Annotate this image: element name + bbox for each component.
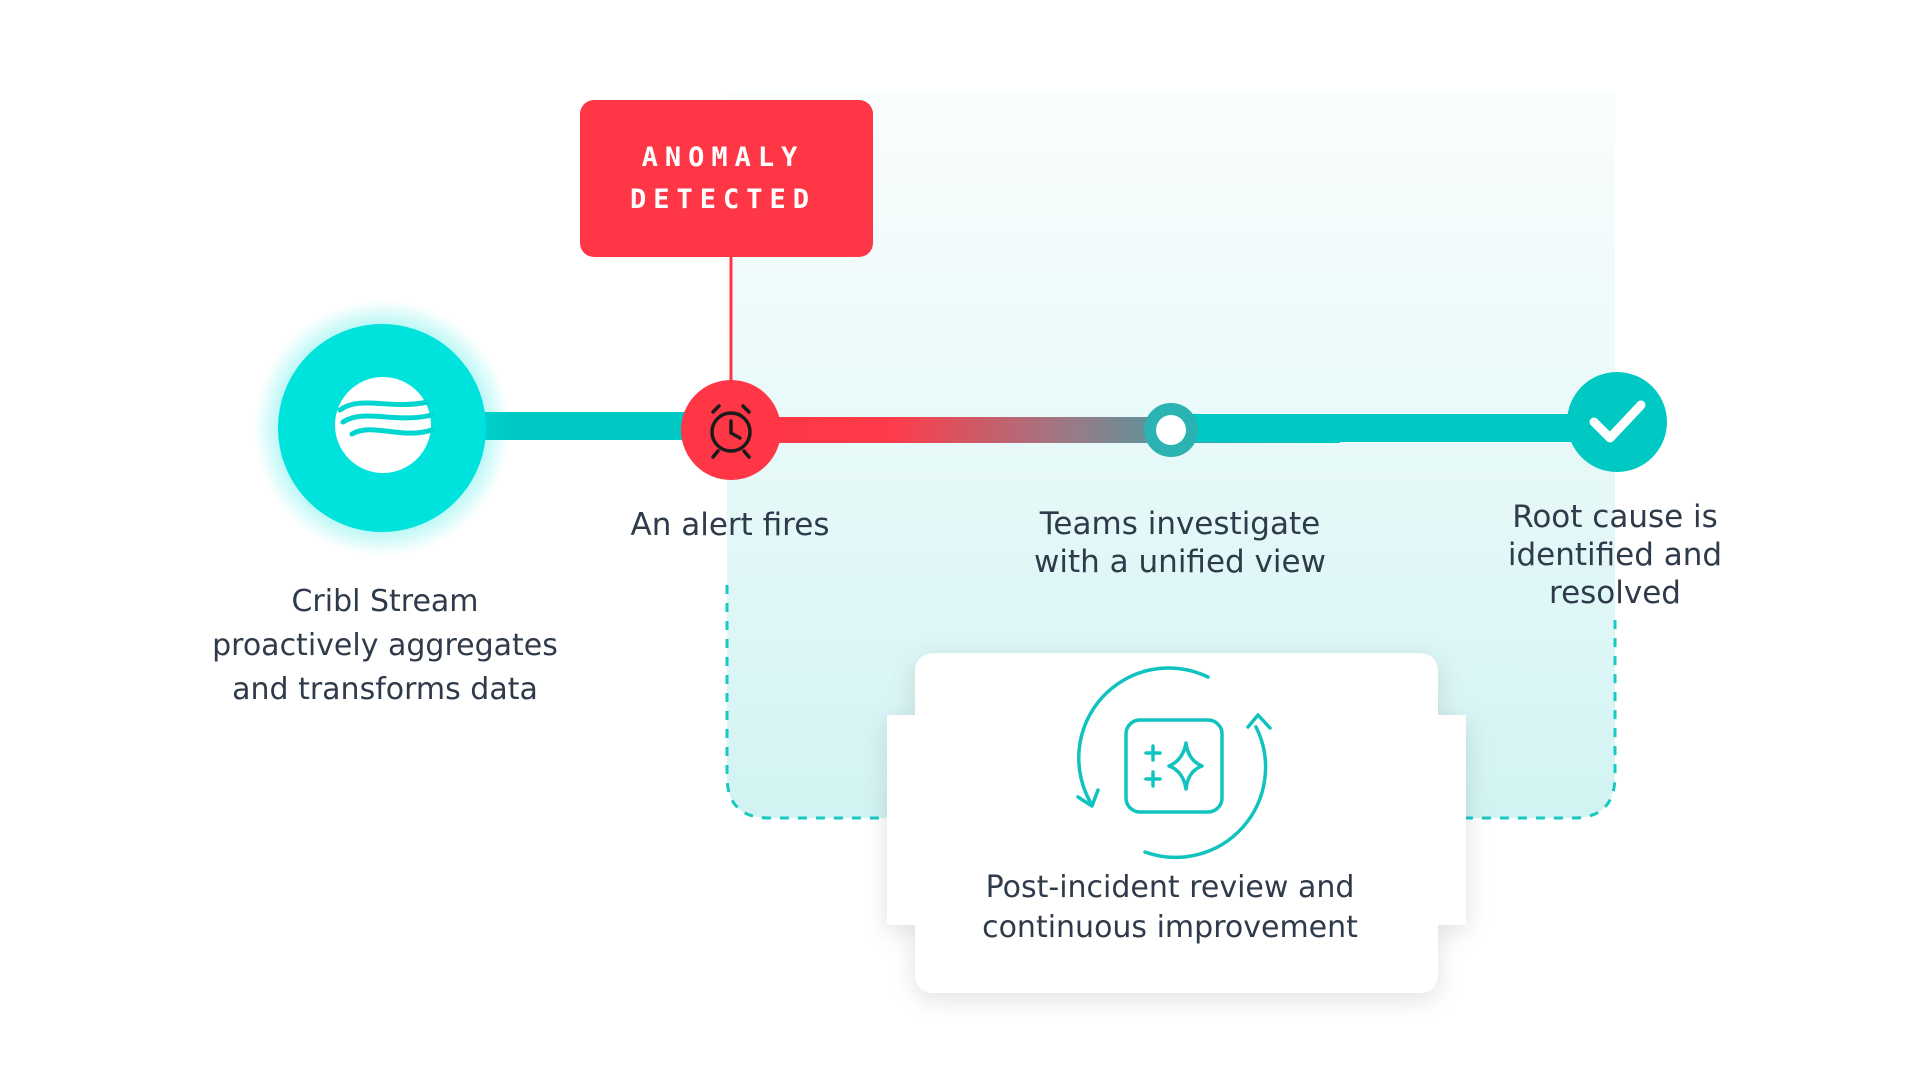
step-label-alert: An alert fires <box>630 507 830 543</box>
alarm-clock-icon <box>710 404 752 459</box>
review-label: Post-incident review and continuous impr… <box>982 870 1358 945</box>
step-label-investigate: Teams investigate with a unified view <box>1034 506 1326 580</box>
anomaly-badge <box>580 100 873 257</box>
timeline-segment-teal-right <box>1160 414 1605 442</box>
step-label-resolved: Root cause is identified and resolved <box>1507 499 1723 611</box>
anomaly-badge-text: ANOMALY DETECTED <box>629 142 817 215</box>
cribl-logo-icon <box>335 377 435 473</box>
sparkle-refresh-icon <box>1076 666 1272 860</box>
resolved-node <box>1567 372 1667 472</box>
review-card <box>887 653 1466 993</box>
circle-node-icon <box>1156 415 1186 445</box>
step-label-cribl-stream: Cribl Stream proactively aggregates and … <box>212 584 558 707</box>
checkmark-icon <box>1589 400 1646 443</box>
